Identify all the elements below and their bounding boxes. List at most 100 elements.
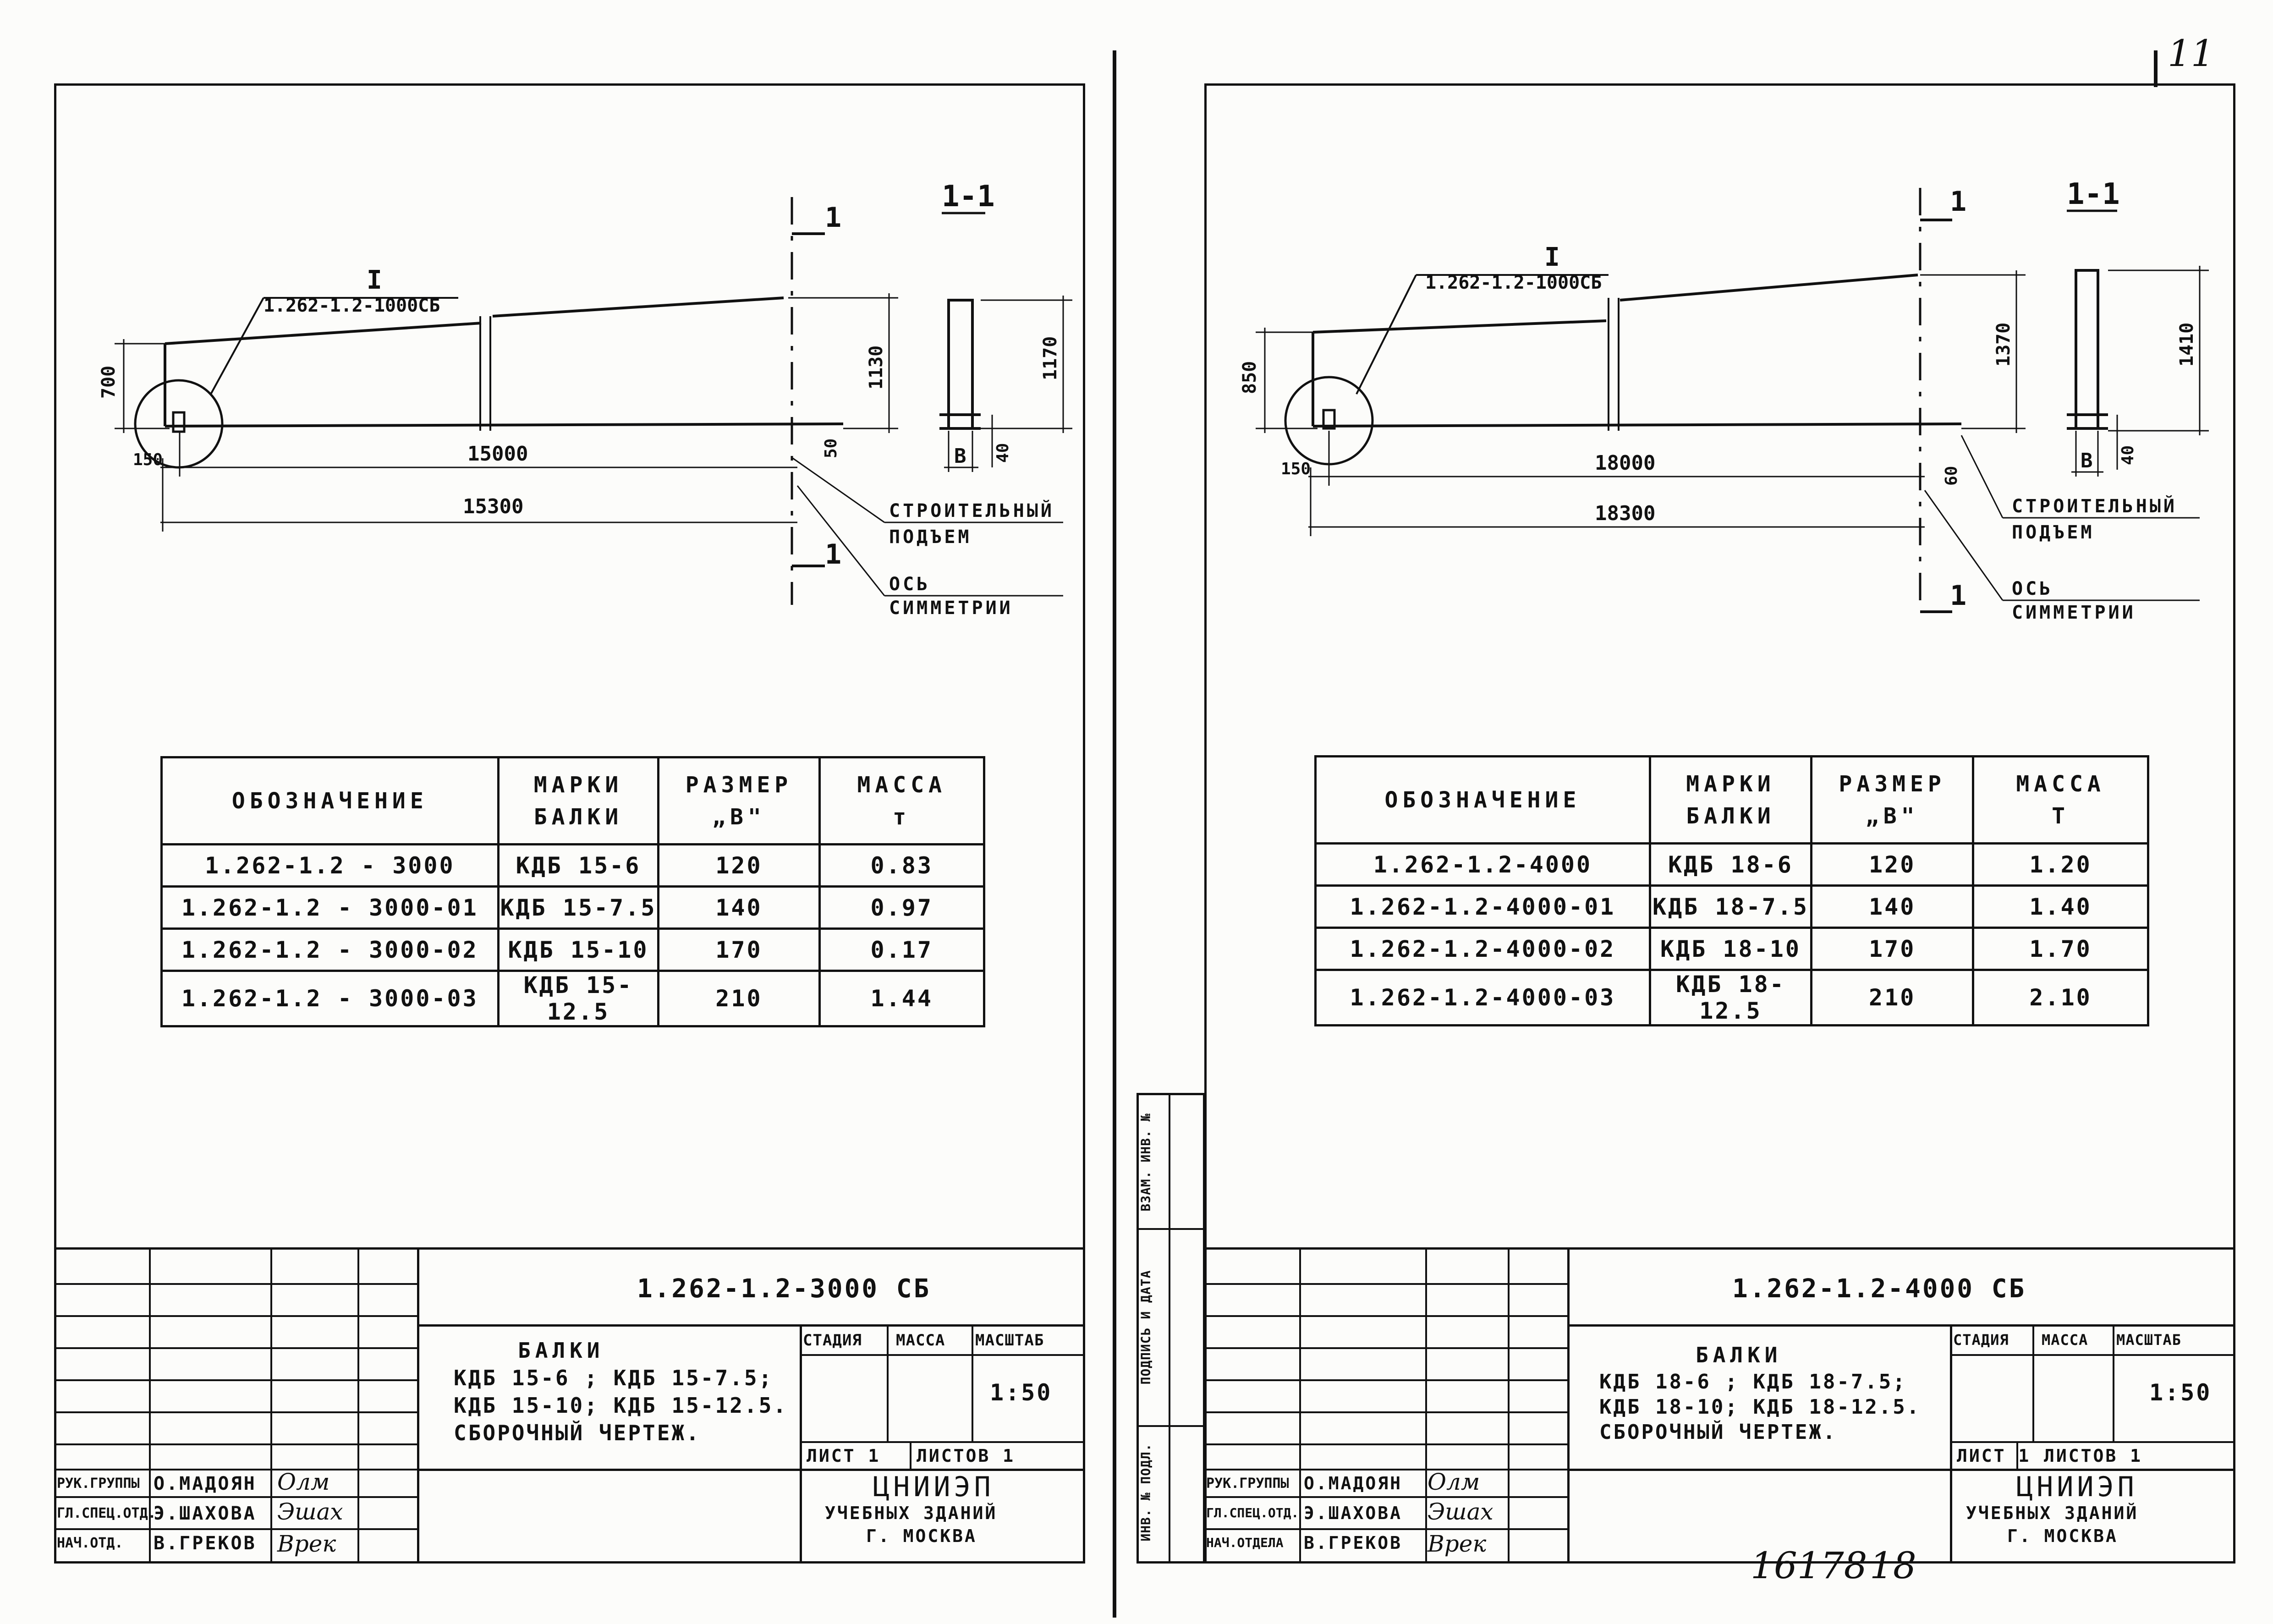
table-row: 1.262-1.2 - 3000-02 КДБ 15-10 170 0.17 [160,927,985,972]
page-number-bracket [2154,50,2158,87]
right-staff-role-3: НАЧ.ОТДЕЛА [1206,1535,1284,1550]
left-header-size: РАЗМЕР„В" [657,756,821,845]
left-header-designation: ОБОЗНАЧЕНИЕ [160,756,500,845]
left-staff-name-3: В.ГРЕКОВ [154,1533,257,1554]
left-dim-offset: 150 [133,450,163,469]
left-label-axis-2: СИММЕТРИИ [889,598,1013,619]
left-sheets-label: ЛИСТОВ 1 [917,1446,1016,1466]
cell-mark: КДБ 15-12.5 [497,970,660,1027]
right-title-desc-4: СБОРОЧНЫЙ ЧЕРТЕЖ. [1599,1421,1837,1444]
cell-mass: 1.70 [1972,927,2149,971]
right-stage-label: СТАДИЯ [1953,1331,2009,1349]
cell-designation: 1.262-1.2-4000-03 [1314,969,1651,1026]
right-sheet-label: ЛИСТ 1 [1957,1446,2031,1466]
right-dim-span: 18000 [1595,451,1655,475]
cell-mark: КДБ 18-6 [1648,842,1813,887]
right-staff-sig-2: Эшах [1427,1498,1493,1525]
right-section-title: 1-1 [2067,177,2120,211]
right-staff-name-1: О.МАДОЯН [1304,1473,1403,1493]
right-section-b: B [2081,449,2093,472]
left-dim-height-mid: 1130 [866,346,887,390]
right-org-2: УЧЕБНЫХ ЗДАНИЙ [1966,1503,2139,1523]
right-dim-flange: 40 [2119,445,2137,465]
left-stage-label: СТАДИЯ [803,1331,862,1350]
cell-designation: 1.262-1.2-4000-02 [1314,927,1651,971]
right-scale-label: МАСШТАБ [2116,1331,2181,1349]
cell-mark: КДБ 15-6 [497,843,660,888]
left-dim-height-end: 700 [98,366,119,399]
left-callout-ref: 1.262-1.2-1000СБ [264,295,440,316]
left-scale-value: 1:50 [990,1379,1053,1406]
table-row: 1.262-1.2 - 3000-01 КДБ 15-7.5 140 0.97 [160,885,985,930]
cell-size: 120 [1810,842,1975,887]
archive-number: 16178 [1751,1544,1867,1587]
right-section-mark-bottom: 1 [1950,580,1966,612]
table-row: 1.262-1.2-4000-03 КДБ 18-12.5 210 2.10 [1314,969,2149,1026]
right-title-code: 1.262-1.2-4000 СБ [1732,1274,2026,1304]
left-dim-flange: 40 [994,443,1012,463]
right-side-stamp [1136,1093,1205,1564]
left-section-mark-top: 1 [825,202,841,234]
right-staff-role-1: РУК.ГРУППЫ [1206,1476,1289,1492]
table-row: 1.262-1.2-4000-01 КДБ 18-7.5 140 1.40 [1314,884,2149,929]
left-staff-sig-3: Врек [277,1531,336,1557]
left-staff-name-1: О.МАДОЯН [154,1473,257,1494]
left-title-desc-1: БАЛКИ [518,1338,604,1363]
left-label-axis-1: ОСЬ [889,574,930,595]
archive-page: 18 [1870,1544,1916,1587]
right-mass-label: МАССА [2042,1331,2088,1349]
right-dim-height-mid: 1370 [1993,323,2014,367]
cell-mass: 1.44 [818,970,985,1027]
right-dim-section-height: 1410 [2176,323,2197,367]
cell-mass: 1.20 [1972,842,2149,887]
cell-mass: 1.40 [1972,884,2149,929]
cell-mass: 0.83 [818,843,985,888]
left-org-2: УЧЕБНЫХ ЗДАНИЙ [825,1503,998,1523]
left-staff-role-2: ГЛ.СПЕЦ.ОТД. [57,1505,156,1521]
cell-designation: 1.262-1.2-4000-01 [1314,884,1651,929]
left-dim-span: 15000 [467,442,528,466]
cell-size: 210 [657,970,821,1027]
left-org-1: ЦНИИЭП [873,1471,994,1503]
left-section-b: B [954,444,966,468]
left-section-title: 1-1 [942,180,995,214]
right-staff-role-2: ГЛ.СПЕЦ.ОТД. [1206,1505,1299,1520]
left-callout-node: I [367,265,382,295]
left-title-desc-3: КДБ 15-10; КДБ 15-12.5. [454,1393,788,1418]
left-staff-sig-2: Эшах [277,1498,343,1525]
right-side-stamp-3: ВЗАМ. ИНВ. № [1138,1113,1153,1212]
left-title-code: 1.262-1.2-3000 СБ [637,1274,931,1304]
left-label-lift-2: ПОДЪЕМ [889,527,972,548]
right-title-desc-1: БАЛКИ [1696,1343,1782,1367]
right-org-3: Г. МОСКВА [2007,1526,2118,1546]
left-title-desc-4: СБОРОЧНЫЙ ЧЕРТЕЖ. [454,1421,701,1445]
left-sheet-label: ЛИСТ 1 [807,1446,881,1466]
right-callout-ref: 1.262-1.2-1000СБ [1425,272,1602,293]
left-dim-section-height: 1170 [1040,336,1061,380]
table-row: 1.262-1.2 - 3000-03 КДБ 15-12.5 210 1.44 [160,970,985,1027]
right-title-block [1204,1247,2235,1564]
right-staff-sig-1: Олм [1427,1469,1480,1495]
right-section-mark-top: 1 [1950,186,1966,218]
right-title-desc-2: КДБ 18-6 ; КДБ 18-7.5; [1599,1370,1907,1394]
left-staff-sig-1: Олм [277,1469,330,1495]
left-mass-label: МАССА [896,1331,945,1350]
table-row: 1.262-1.2 - 3000 КДБ 15-6 120 0.83 [160,843,985,888]
left-org-3: Г. МОСКВА [866,1526,977,1546]
left-title-block [54,1247,1085,1564]
right-staff-sig-3: Врек [1427,1531,1487,1557]
cell-mark: КДБ 18-12.5 [1648,969,1813,1026]
left-label-lift-1: СТРОИТЕЛЬНЫЙ [889,499,1054,521]
left-title-desc-2: КДБ 15-6 ; КДБ 15-7.5; [454,1366,774,1390]
left-dim-lift: 50 [822,439,840,458]
cell-size: 140 [657,885,821,930]
cell-designation: 1.262-1.2 - 3000 [160,843,500,888]
